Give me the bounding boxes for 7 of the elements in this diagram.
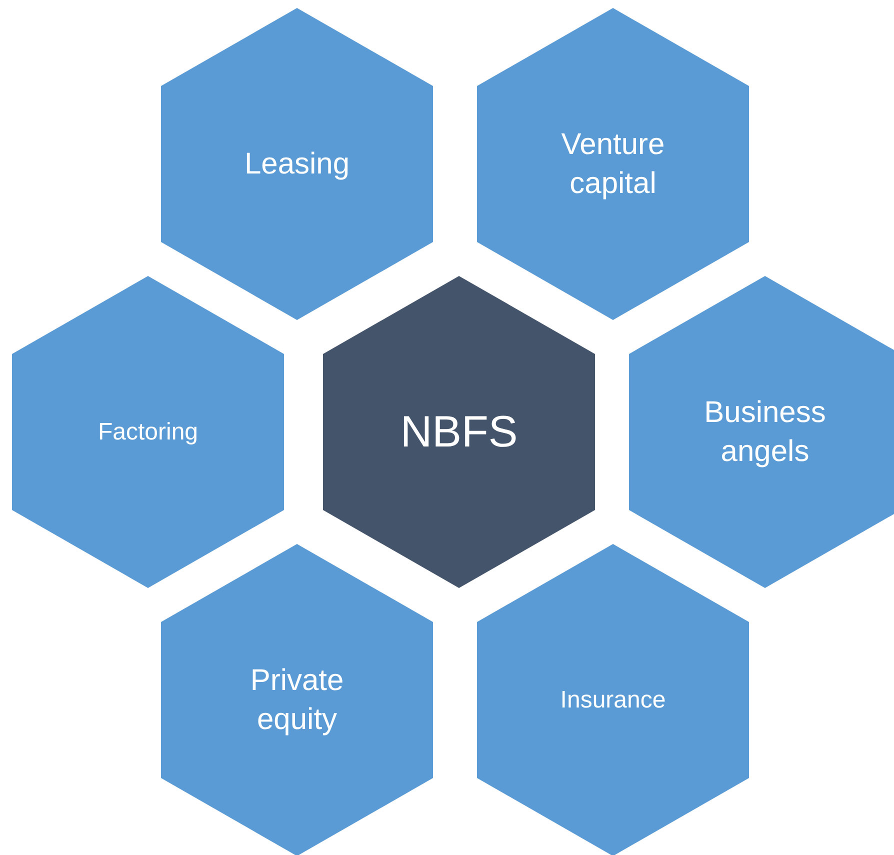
hexagon-label: NBFS: [400, 406, 518, 458]
hexagon-label: Leasing: [244, 146, 350, 182]
hexagon-label: Private equity: [249, 663, 345, 738]
hexagon-label: Factoring: [98, 417, 198, 448]
hexagon-label: Insurance: [560, 685, 666, 716]
hexagon-label: Venture capital: [560, 127, 666, 202]
hexagon-label: Business angels: [703, 395, 827, 470]
